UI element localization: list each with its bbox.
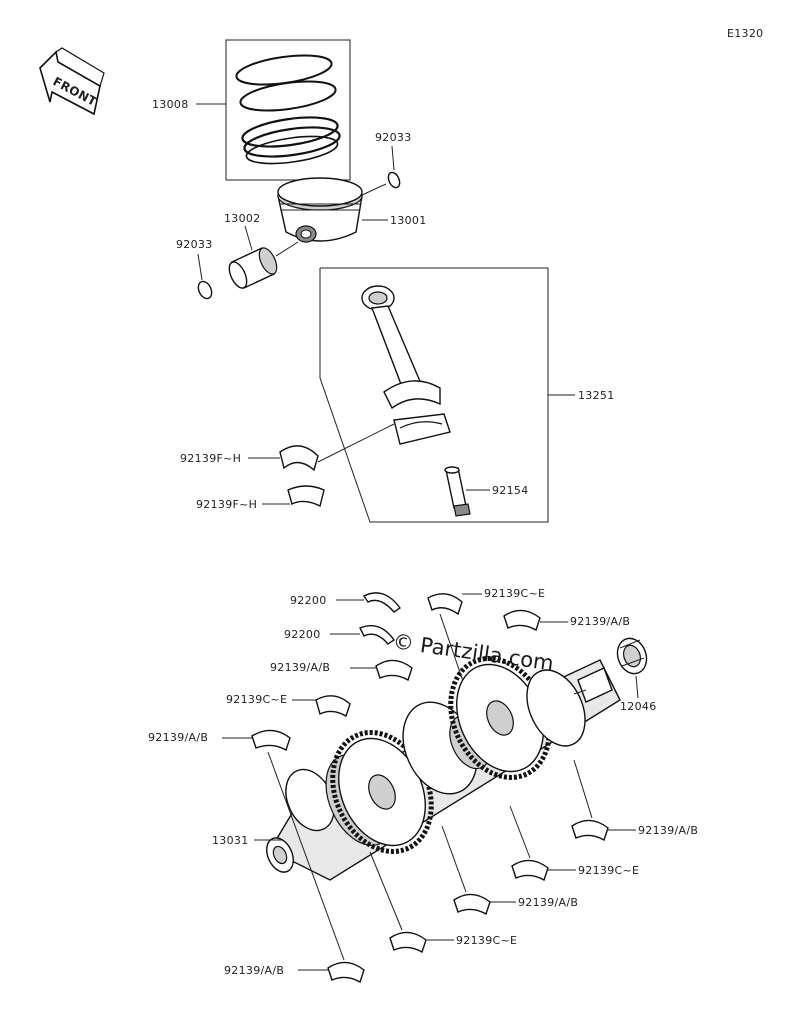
label-92139ce-top: 92139C~E [484,587,545,600]
crankshaft [266,656,621,881]
conrod-bearing-lower [287,485,325,508]
label-92139fh-upper: 92139F~H [180,452,241,465]
label-12046: 12046 [620,700,657,713]
label-92139fh-lower: 92139F~H [196,498,257,511]
main-bearing-c-left [315,695,351,718]
main-bearing-ab-r1 [571,819,609,842]
main-bearing-ab-r5 [327,961,365,984]
main-bearing-c-r2 [511,859,549,882]
diagram-code: E1320 [727,27,763,40]
conrod-bearing-upper [279,445,319,472]
main-bearing-ab-mid [375,659,413,682]
label-92139ce-r4: 92139C~E [456,934,517,947]
clip-top [387,171,401,189]
label-92033-left: 92033 [176,238,213,251]
rings-box [225,39,351,181]
label-92154: 92154 [492,484,529,497]
piston [277,177,363,243]
thrust-washer-2 [359,625,395,645]
label-92139ab-top: 92139/A/B [570,615,630,628]
connecting-rod [361,285,451,445]
conrod-box [319,267,549,523]
label-92139ab-r5: 92139/A/B [224,964,284,977]
needle-bearing [616,637,648,675]
clip-left [197,280,213,300]
label-92033-top: 92033 [375,131,412,144]
label-13251: 13251 [578,389,615,402]
label-92139ab-r1: 92139/A/B [638,824,698,837]
thrust-washer-1 [362,592,401,613]
main-bearing-ab-top [503,609,541,632]
main-bearing-ab-r3 [453,893,491,916]
front-arrow-icon: FRONT [39,47,105,116]
piston-rings [235,54,341,165]
label-13031: 13031 [212,834,249,847]
label-92139ce-left: 92139C~E [226,693,287,706]
label-92139ce-r2: 92139C~E [578,864,639,877]
label-92200-2: 92200 [284,628,321,641]
label-92139ab-mid: 92139/A/B [270,661,330,674]
label-13002: 13002 [224,212,261,225]
conrod-bolt [444,466,471,517]
label-13008: 13008 [152,98,189,111]
main-bearing-c-r4 [389,931,427,954]
label-92139ab-left: 92139/A/B [148,731,208,744]
main-bearing-c-top [427,593,463,616]
label-92139ab-r3: 92139/A/B [518,896,578,909]
piston-pin [228,247,278,289]
label-13001: 13001 [390,214,427,227]
main-bearing-ab-left [251,729,291,752]
label-92200-1: 92200 [290,594,327,607]
